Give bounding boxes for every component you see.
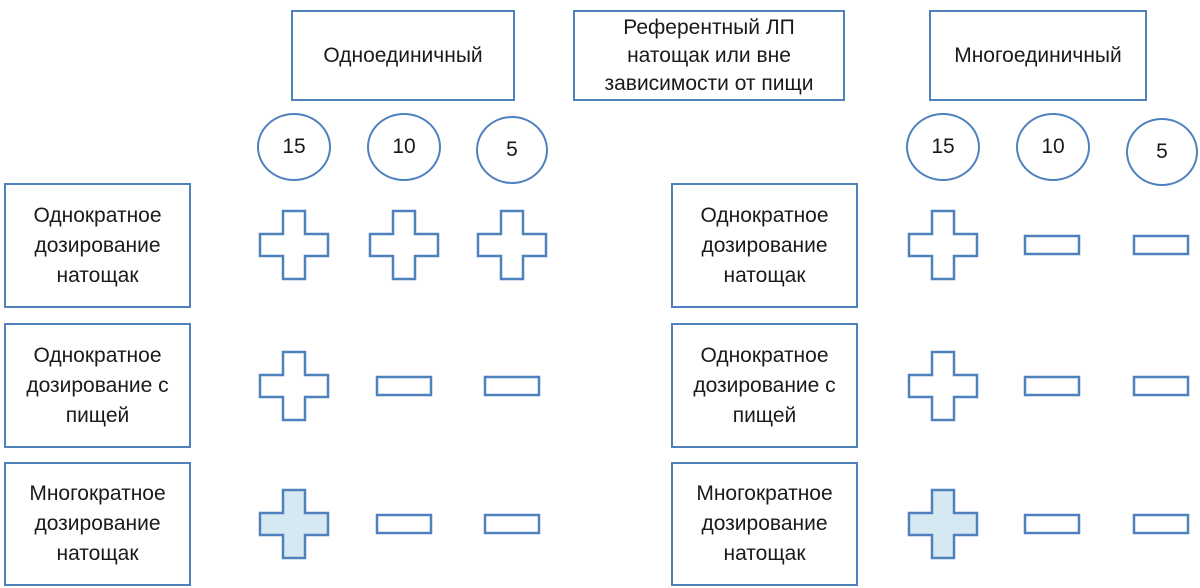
dose-label: 5: [1156, 140, 1168, 163]
dose-label: 15: [931, 135, 955, 158]
minus-icon: [1132, 234, 1190, 256]
condition-line: натощак: [723, 542, 806, 565]
minus-icon: [1023, 375, 1081, 397]
minus-icon: [483, 513, 541, 535]
plus-filled-icon: [907, 488, 979, 560]
header-single-unit: Одноединичный: [291, 10, 515, 101]
dose-label: 5: [506, 138, 518, 161]
dose-oval-right-10: 10: [1016, 113, 1090, 181]
condition-box-right-3: Многократное дозирование натощак: [671, 462, 858, 586]
condition-line: Однократное: [33, 203, 162, 227]
condition-box-left-1: Однократное дозирование натощак: [4, 183, 191, 308]
plus-filled-icon: [258, 488, 330, 560]
header-reference-line1: Референтный ЛП: [623, 15, 795, 39]
plus-icon: [368, 209, 440, 281]
minus-icon: [1132, 375, 1190, 397]
dose-label: 15: [282, 135, 306, 158]
plus-icon: [476, 209, 548, 281]
header-reference-drug: Референтный ЛП натощак или вне зависимос…: [573, 10, 845, 101]
condition-line: дозирование: [701, 233, 828, 257]
header-reference-line2: натощак или вне: [627, 43, 791, 67]
minus-icon: [1023, 234, 1081, 256]
plus-icon: [907, 350, 979, 422]
dose-label: 10: [1041, 135, 1065, 158]
condition-line: пищей: [65, 403, 130, 427]
plus-icon: [258, 209, 330, 281]
dose-label: 10: [392, 135, 416, 158]
dose-oval-left-10: 10: [367, 113, 441, 181]
minus-icon: [1023, 513, 1081, 535]
condition-line: пищей: [732, 403, 797, 427]
dose-oval-left-15: 15: [257, 113, 331, 181]
minus-icon: [1132, 513, 1190, 535]
condition-line: Многократное: [696, 482, 833, 505]
header-reference-line3: зависимости от пищи: [604, 71, 814, 95]
condition-line: Многократное: [29, 482, 166, 505]
condition-line: Однократное: [33, 343, 162, 367]
plus-icon: [907, 209, 979, 281]
condition-line: дозирование с: [26, 373, 169, 397]
header-multi-unit-label: Многоединичный: [954, 43, 1122, 67]
minus-icon: [375, 375, 433, 397]
plus-icon: [258, 350, 330, 422]
condition-box-left-3: Многократное дозирование натощак: [4, 462, 191, 586]
dose-oval-right-15: 15: [906, 113, 980, 181]
minus-icon: [375, 513, 433, 535]
condition-line: натощак: [723, 263, 806, 287]
condition-line: дозирование: [34, 233, 161, 257]
dose-oval-right-5: 5: [1126, 118, 1198, 186]
condition-line: натощак: [56, 263, 139, 287]
condition-box-left-2: Однократное дозирование с пищей: [4, 323, 191, 448]
condition-line: Однократное: [700, 343, 829, 367]
condition-line: Однократное: [700, 203, 829, 227]
header-single-unit-label: Одноединичный: [323, 43, 483, 67]
condition-line: дозирование: [701, 512, 828, 535]
header-multi-unit: Многоединичный: [929, 10, 1147, 101]
condition-box-right-1: Однократное дозирование натощак: [671, 183, 858, 308]
dose-oval-left-5: 5: [476, 116, 548, 184]
condition-line: натощак: [56, 542, 139, 565]
minus-icon: [483, 375, 541, 397]
condition-line: дозирование с: [693, 373, 836, 397]
condition-box-right-2: Однократное дозирование с пищей: [671, 323, 858, 448]
condition-line: дозирование: [34, 512, 161, 535]
